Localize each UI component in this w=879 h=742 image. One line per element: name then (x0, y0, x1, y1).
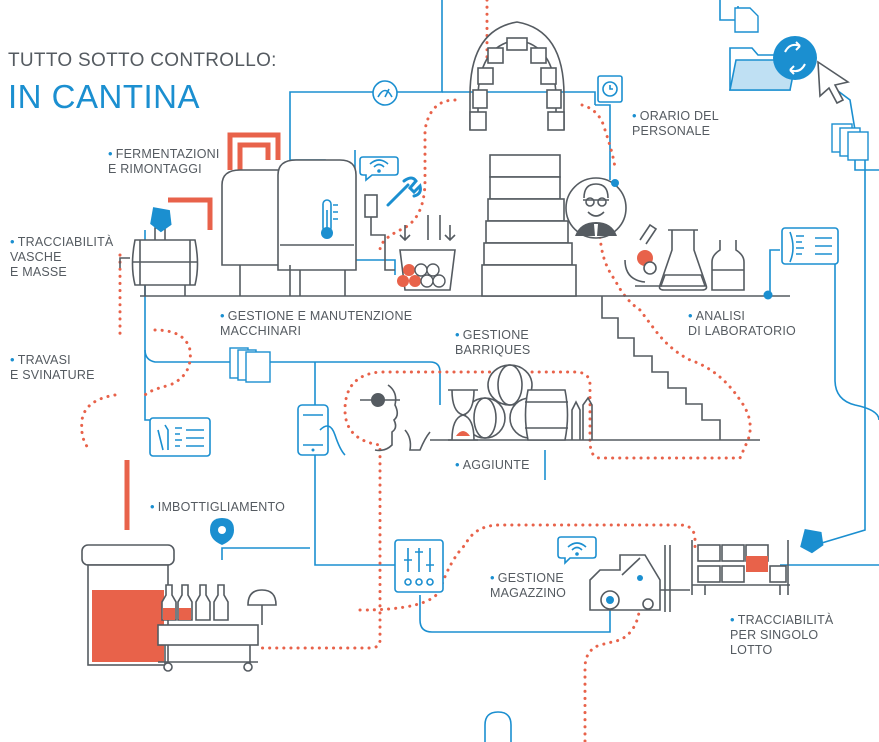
label-text: GESTIONE E MANUTENZIONE MACCHINARI (220, 309, 413, 338)
gauge-icon (372, 80, 398, 106)
label-tracciabilita-vasche: •TRACCIABILITÀ VASCHE E MASSE (10, 234, 113, 280)
bullet-dot: • (220, 308, 225, 323)
stone-stairs (481, 154, 577, 297)
warehouse-shelves (691, 540, 790, 595)
label-gestione-macchinari: •GESTIONE E MANUTENZIONE MACCHINARI (220, 308, 412, 339)
label-tracciabilita-lotto: •TRACCIABILITÀ PER SINGOLO LOTTO (730, 612, 833, 658)
bullet-dot: • (455, 327, 460, 342)
bottle-jar (711, 240, 745, 291)
microscope-icon (624, 223, 662, 287)
hourglass-icon (448, 389, 478, 441)
label-travasi: •TRAVASI E SVINATURE (10, 352, 95, 383)
label-analisi-laboratorio: •ANALISI DI LABORATORIO (688, 308, 796, 339)
valve-unit (364, 194, 395, 271)
document-icon (781, 227, 839, 265)
tag-icon-lotto (800, 529, 824, 554)
bullet-dot: • (10, 352, 15, 367)
document-pages-icon (719, 0, 759, 33)
header-title: IN CANTINA (8, 78, 201, 115)
person-icon (565, 177, 627, 239)
wrench-icon (386, 176, 422, 207)
bullet-dot: • (632, 108, 637, 123)
wifi-icon (359, 156, 399, 182)
label-text: TRAVASI E SVINATURE (10, 353, 95, 382)
bottling-machine (81, 460, 277, 672)
location-pin-icon (210, 518, 234, 545)
label-text: GESTIONE MAGAZZINO (490, 571, 567, 600)
forklift (589, 545, 671, 612)
thermometer-icon (321, 199, 338, 239)
wifi-icon-warehouse (557, 536, 597, 565)
bullet-dot: • (730, 612, 735, 627)
wine-barrel (119, 197, 213, 296)
file-stack-icon (831, 123, 869, 161)
label-aggiunte: •AGGIUNTE (455, 457, 530, 473)
clock-icon (597, 75, 623, 103)
document-icon-left (149, 417, 211, 457)
bullet-dot: • (688, 308, 693, 323)
label-text: FERMENTAZIONI E RIMONTAGGI (108, 147, 220, 176)
taster-face (360, 384, 431, 452)
label-text: GESTIONE BARRIQUES (455, 328, 531, 357)
label-text: AGGIUNTE (462, 458, 530, 472)
mixer-sliders-icon (394, 539, 444, 593)
barrique-stack (464, 364, 593, 441)
cursor-icon (817, 60, 850, 105)
tag-icon (150, 207, 172, 233)
label-gestione-barriques: •GESTIONE BARRIQUES (455, 327, 530, 358)
label-gestione-magazzino: •GESTIONE MAGAZZINO (490, 570, 566, 601)
fermentation-tanks (221, 132, 357, 296)
stone-arch (469, 21, 565, 131)
header-subtitle: TUTTO SOTTO CONTROLLO: (8, 50, 277, 71)
bullet-dot: • (150, 499, 155, 514)
label-text: IMBOTTIGLIAMENTO (157, 500, 286, 514)
flask-icon (658, 229, 708, 291)
bullet-dot: • (490, 570, 495, 585)
label-text: ANALISI DI LABORATORIO (688, 309, 796, 338)
cellar-staircase (601, 296, 721, 440)
grape-sorter (397, 215, 456, 291)
label-text: ORARIO DEL PERSONALE (632, 109, 719, 138)
orange-dotted-lines (80, 0, 752, 742)
bullet-dot: • (108, 146, 113, 161)
label-orario-personale: •ORARIO DEL PERSONALE (632, 108, 719, 139)
label-text: TRACCIABILITÀ VASCHE E MASSE (10, 235, 114, 279)
label-imbottigliamento: •IMBOTTIGLIAMENTO (150, 499, 285, 515)
bullet-dot: • (10, 234, 15, 249)
bullet-dot: • (455, 457, 460, 472)
smartphone-icon (297, 404, 346, 456)
label-text: TRACCIABILITÀ PER SINGOLO LOTTO (730, 613, 834, 657)
sync-icon (773, 36, 817, 80)
label-fermentazioni: •FERMENTAZIONI E RIMONTAGGI (108, 146, 220, 177)
file-stack-icon-mid (229, 347, 271, 383)
